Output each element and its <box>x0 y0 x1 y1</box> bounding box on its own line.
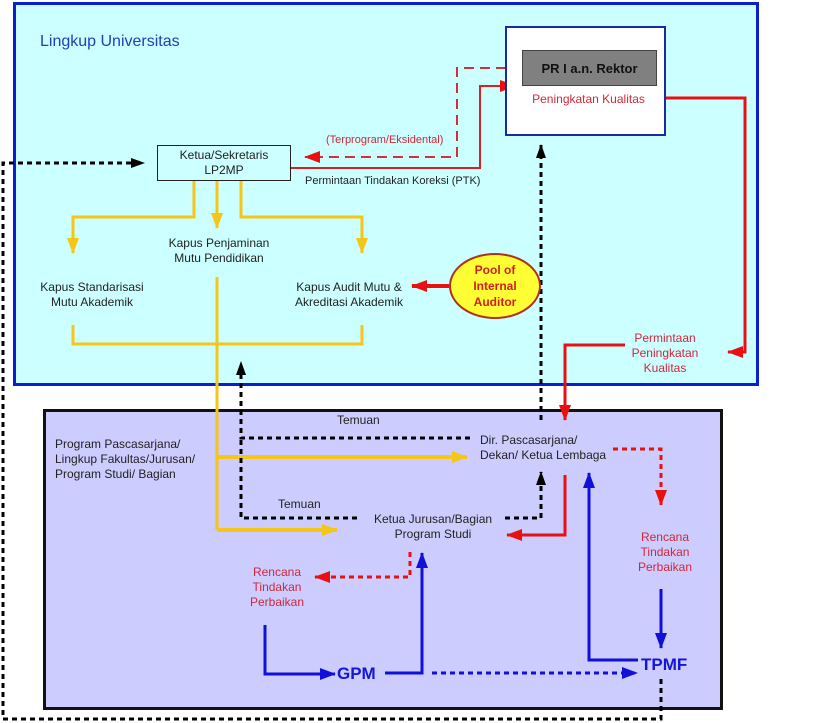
pool-line3: Auditor <box>473 295 517 309</box>
label-ptk: Permintaan Tindakan Koreksi (PTK) <box>305 175 481 187</box>
edge-kajur-to-rtp-left <box>314 552 412 583</box>
kapus-penjaminan-line2: Mutu Pendidikan <box>174 251 264 265</box>
rtp-right-line3: Perbaikan <box>637 560 693 574</box>
rtp-left-line2: Tindakan <box>252 580 302 594</box>
node-dir-pascasarjana[interactable]: Dir. Pascasarjana/ Dekan/ Ketua Lembaga <box>480 433 606 463</box>
zone-label-fakultas: Program Pascasarjana/ Lingkup Fakultas/J… <box>55 437 195 482</box>
node-ketua-jurusan[interactable]: Ketua Jurusan/Bagian Program Studi <box>360 512 506 542</box>
label-temuan-2: Temuan <box>278 497 321 511</box>
edge-temuan-kajur <box>239 438 357 520</box>
fakultas-line3: Program Studi/ Bagian <box>55 467 176 481</box>
edge-pr-to-lp2mp-dashed <box>304 67 522 163</box>
kapus-penjaminan-line1: Kapus Penjaminan <box>168 236 270 250</box>
lp2mp-line1: Ketua/Sekretaris <box>179 148 269 162</box>
label-peningkatan-kualitas: Peningkatan Kualitas <box>532 92 645 106</box>
label-permintaan-peningkatan: Permintaan Peningkatan Kualitas <box>625 331 705 376</box>
kajur-line2: Program Studi <box>394 527 472 541</box>
edge-gpm-to-kajur <box>385 552 428 675</box>
rtp-left-line3: Perbaikan <box>249 595 305 609</box>
edge-lp2mp-to-standarisasi <box>67 180 196 254</box>
edge-kajur-to-dir-dotted <box>505 471 546 520</box>
kapus-standarisasi-line2: Mutu Akademik <box>50 295 134 309</box>
permintaan-line2: Peningkatan <box>631 346 699 360</box>
node-rtp-right[interactable]: Rencana Tindakan Perbaikan <box>630 530 700 575</box>
fakultas-line2: Lingkup Fakultas/Jurusan/ <box>55 452 196 466</box>
edge-tpmf-to-dir <box>583 472 638 662</box>
label-temuan-1: Temuan <box>337 413 380 427</box>
lp2mp-line2: LP2MP <box>204 163 244 177</box>
node-lp2mp[interactable]: Ketua/Sekretaris LP2MP <box>157 145 291 181</box>
rtp-right-line1: Rencana <box>640 530 690 544</box>
edge-dir-to-rtp-right <box>613 447 667 506</box>
edge-dir-to-kajur <box>506 475 567 541</box>
node-kapus-penjaminan[interactable]: Kapus Penjaminan Mutu Pendidikan <box>157 236 281 266</box>
kapus-audit-line1: Kapus Audit Mutu & <box>296 280 402 294</box>
permintaan-line3: Kualitas <box>643 361 687 375</box>
node-pool-internal-auditor[interactable]: Pool of Internal Auditor <box>449 253 541 319</box>
node-pr-rektor[interactable]: PR I a.n. Rektor <box>522 50 657 86</box>
label-terprogram: (Terprogram/Eksidental) <box>326 134 444 146</box>
edge-lp2mp-to-pr-ptk <box>289 80 516 169</box>
edge-tpmf-to-lp2mp-dotted <box>1 158 663 721</box>
edge-rtp-left-to-gpm <box>263 625 336 680</box>
pool-line1: Pool of <box>474 263 516 277</box>
kajur-line1: Ketua Jurusan/Bagian <box>373 512 493 526</box>
permintaan-line1: Permintaan <box>634 331 696 345</box>
edge-permintaan-to-dir <box>559 343 625 421</box>
edge-lp2mp-to-audit <box>239 180 368 254</box>
dir-line2: Dekan/ Ketua Lembaga <box>480 448 607 462</box>
node-rtp-left[interactable]: Rencana Tindakan Perbaikan <box>242 565 312 610</box>
pool-line2: Internal <box>473 279 517 293</box>
node-kapus-audit[interactable]: Kapus Audit Mutu & Akreditasi Akademik <box>286 280 412 310</box>
node-kapus-standarisasi[interactable]: Kapus Standarisasi Mutu Akademik <box>30 280 154 310</box>
node-gpm[interactable]: GPM <box>337 664 376 683</box>
fakultas-line1: Program Pascasarjana/ <box>55 437 181 451</box>
kapus-audit-line2: Akreditasi Akademik <box>294 295 404 309</box>
rtp-left-line1: Rencana <box>252 565 302 579</box>
kapus-standarisasi-line1: Kapus Standarisasi <box>40 280 144 294</box>
edge-temuan-dir-to-kapus <box>236 361 470 440</box>
node-tpmf[interactable]: TPMF <box>641 655 688 674</box>
zone-title-universitas: Lingkup Universitas <box>40 33 180 50</box>
rtp-right-line2: Tindakan <box>640 545 690 559</box>
edge-pr-to-permintaan <box>664 96 747 358</box>
dir-line1: Dir. Pascasarjana/ <box>480 433 578 447</box>
